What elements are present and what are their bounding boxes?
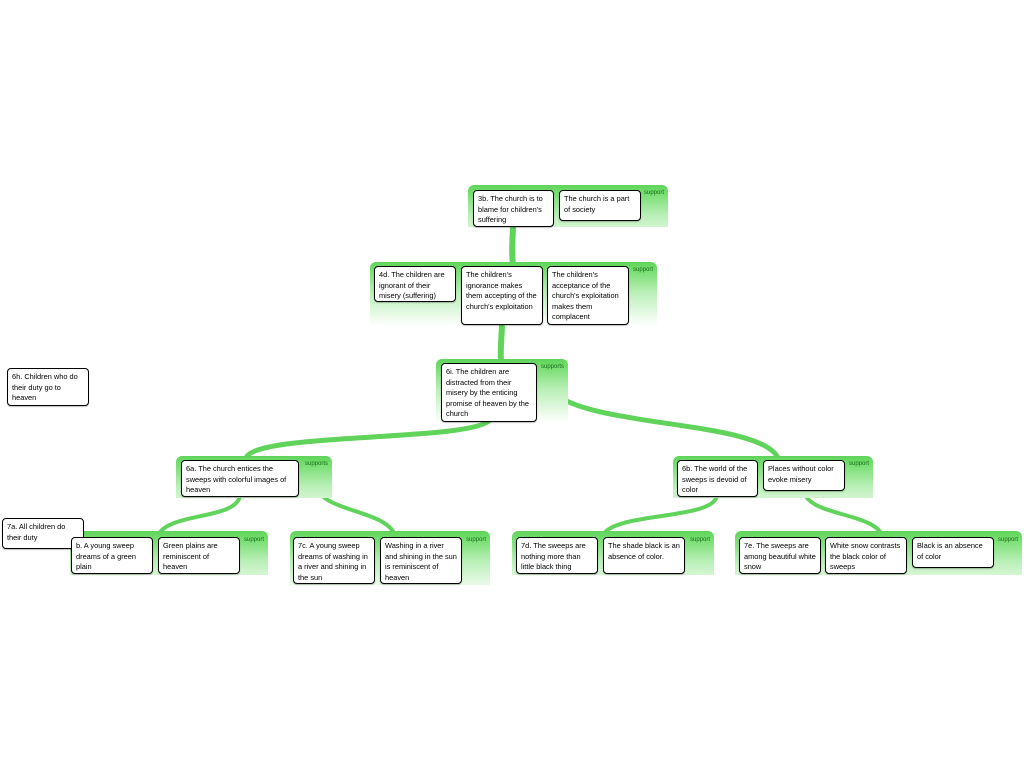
claim-node-7e[interactable]: 7e. The sweeps are among beautiful white…: [739, 537, 821, 574]
claim-node-3b[interactable]: 3b. The church is to blame for children'…: [473, 190, 554, 227]
link-4d-to-3b: [509, 221, 516, 267]
claim-node-7c[interactable]: 7c. A young sweep dreams of washing in a…: [293, 537, 375, 584]
support-node-4d-acceptance[interactable]: The children's acceptance of the church'…: [547, 266, 629, 325]
support-node-7c-washing[interactable]: Washing in a river and shining in the su…: [380, 537, 462, 584]
claim-node-6h[interactable]: 6h. Children who do their duty go to hea…: [7, 368, 89, 406]
supports-label: supports: [540, 364, 564, 370]
support-node-7b-green-plains[interactable]: Green plains are reminiscent of heaven: [158, 537, 240, 574]
support-label: support: [243, 537, 264, 543]
link-7d-to-6b: [601, 494, 719, 537]
claim-node-6b[interactable]: 6b. The world of the sweeps is devoid of…: [677, 460, 758, 497]
support-node-7e-black-absence[interactable]: Black is an absence of color: [912, 537, 994, 568]
support-node-3b-society[interactable]: The church is a part of society: [559, 190, 641, 221]
link-7b-to-6a: [156, 494, 242, 537]
claim-node-6i[interactable]: 6i. The children are distracted from the…: [441, 363, 537, 422]
claim-node-7a[interactable]: 7a. All children do their duty: [2, 518, 84, 549]
support-node-7d-black-shade[interactable]: The shade black is an absence of color.: [603, 537, 685, 574]
link-6i-to-4d: [497, 319, 505, 364]
link-6b-to-6i: [550, 389, 781, 461]
support-label: support: [689, 537, 710, 543]
claim-node-6a[interactable]: 6a. The church entices the sweeps with c…: [181, 460, 299, 497]
support-node-4d-ignorance[interactable]: The children's ignorance makes them acce…: [461, 266, 543, 325]
support-label: support: [465, 537, 486, 543]
supports-label: supports: [304, 461, 328, 467]
link-6a-to-6i: [243, 417, 493, 461]
claim-node-7b[interactable]: b. A young sweep dreams of a green plain: [71, 537, 153, 574]
support-label: support: [632, 267, 653, 273]
support-node-7e-white-snow[interactable]: White snow contrasts the black color of …: [825, 537, 907, 574]
support-label: support: [997, 537, 1018, 543]
support-label: support: [848, 461, 869, 467]
claim-node-4d[interactable]: 4d. The children are ignorant of their m…: [374, 266, 456, 302]
claim-node-7d[interactable]: 7d. The sweeps are nothing more than lit…: [516, 537, 598, 574]
support-label: support: [643, 190, 664, 196]
support-node-6b-places[interactable]: Places without color evoke misery: [763, 460, 845, 491]
